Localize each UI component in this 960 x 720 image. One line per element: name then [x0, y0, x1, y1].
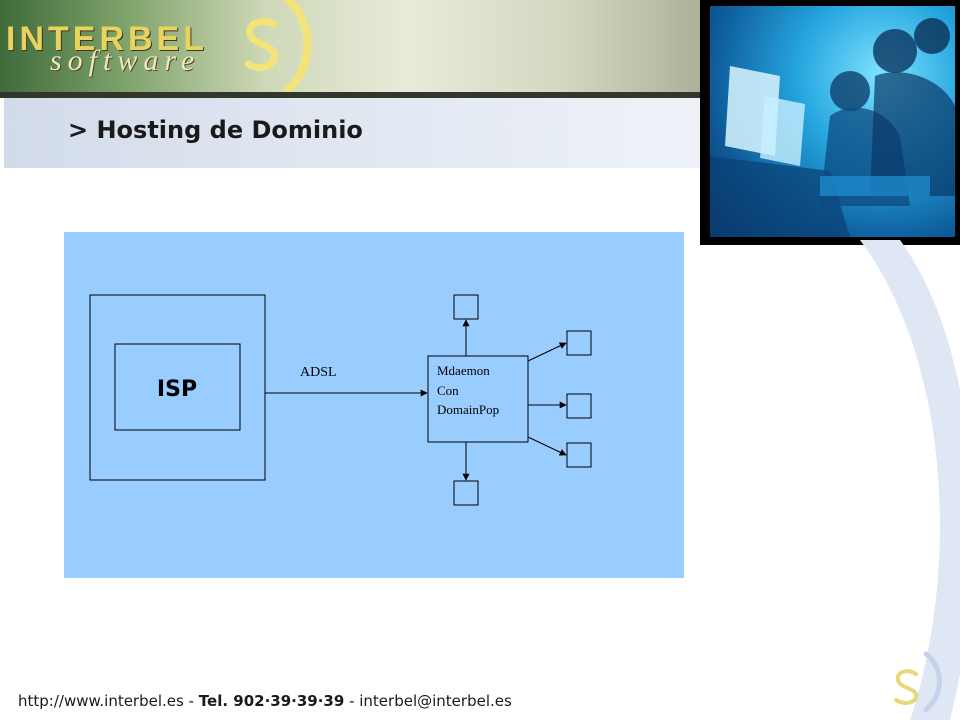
client-box-right-upper — [566, 330, 592, 356]
arrow-to-client-right-upper — [527, 342, 567, 362]
footer-contact: http://www.interbel.es - Tel. 902·39·39·… — [18, 692, 512, 710]
footer-phone: Tel. 902·39·39·39 — [198, 692, 345, 710]
server-label-line-2: Con — [437, 383, 459, 398]
people-at-computers-photo — [710, 6, 955, 237]
client-box-right-lower — [566, 442, 592, 468]
footer-separator: - — [344, 692, 360, 710]
mail-server-box — [427, 355, 529, 443]
isp-box — [114, 343, 241, 431]
brand-tagline: software — [50, 44, 201, 77]
footer-url-link[interactable]: http://www.interbel.es — [18, 692, 184, 710]
adsl-label: ADSL — [300, 365, 337, 380]
brand-name: INTERBEL — [6, 20, 208, 58]
client-box-bottom — [453, 480, 479, 506]
arrow-to-client-right-lower — [527, 436, 567, 456]
corner-s-logo-icon — [894, 651, 942, 713]
server-label-line-1: Mdaemon — [437, 363, 490, 378]
slide-title: > Hosting de Dominio — [68, 116, 363, 144]
footer-separator: - — [183, 692, 199, 710]
server-label-line-3: DomainPop — [437, 402, 499, 417]
header-banner: INTERBEL software — [0, 0, 700, 96]
client-box-right-middle — [566, 393, 592, 419]
brand-s-logo-icon — [244, 0, 312, 94]
client-box-top — [453, 294, 479, 320]
photo-illustration — [710, 18, 955, 237]
decorative-swoosh — [860, 240, 960, 720]
title-strip — [0, 98, 700, 168]
isp-label: ISP — [157, 377, 197, 402]
banner-divider — [0, 92, 700, 98]
footer-email-link[interactable]: interbel@interbel.es — [359, 692, 512, 710]
